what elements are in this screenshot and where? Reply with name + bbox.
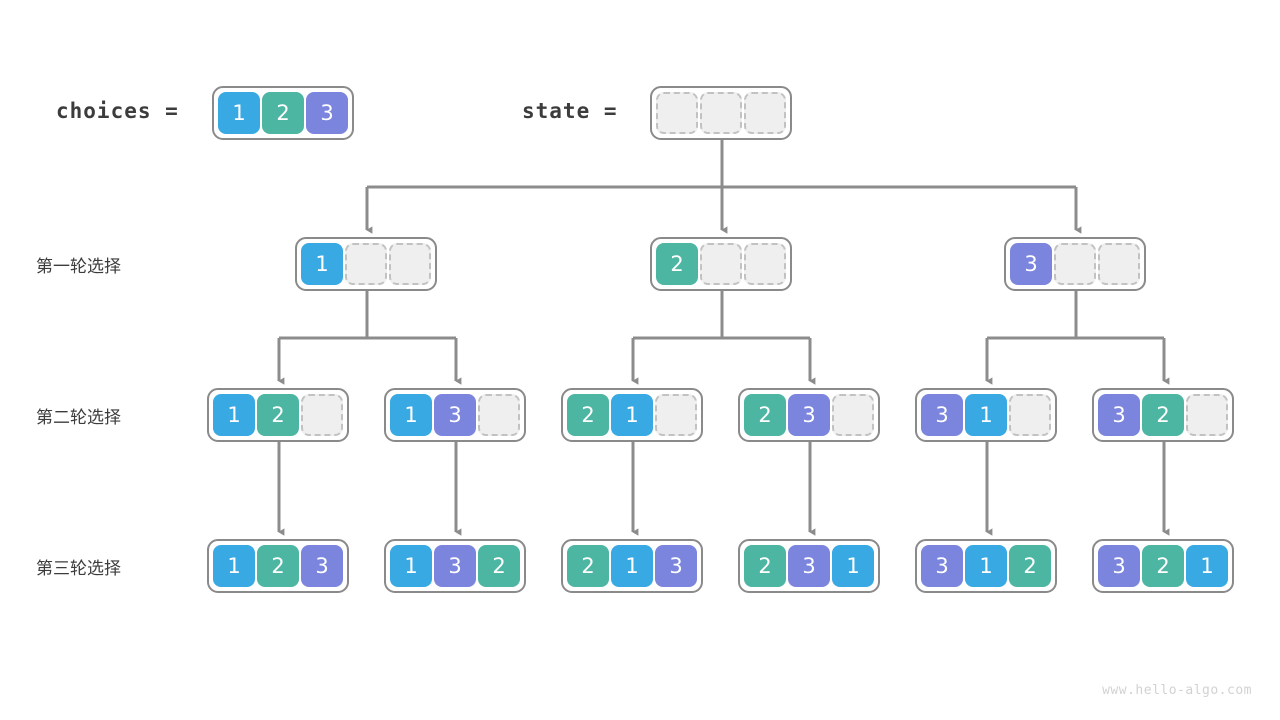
row-label-round-3: 第三轮选择 <box>36 559 121 579</box>
choices-label: choices = <box>56 99 179 123</box>
level3-node1-cell-1: 1 <box>213 545 255 587</box>
level2-node1-cell-2: 2 <box>257 394 299 436</box>
state-cell-3-empty <box>744 92 786 134</box>
level2-node4-cell-2: 3 <box>788 394 830 436</box>
tree-node-level1-2: 2 <box>650 237 792 291</box>
level2-node3-cell-1: 2 <box>567 394 609 436</box>
level3-node6-cell-1: 3 <box>1098 545 1140 587</box>
level3-node3-cell-1: 2 <box>567 545 609 587</box>
level1-node1-cell-3-empty <box>389 243 431 285</box>
level3-node5-cell-2: 1 <box>965 545 1007 587</box>
tree-node-level1-1: 1 <box>295 237 437 291</box>
state-cell-2-empty <box>700 92 742 134</box>
level2-node4-cell-3-empty <box>832 394 874 436</box>
level2-node2-cell-1: 1 <box>390 394 432 436</box>
level1-node2-cell-1: 2 <box>656 243 698 285</box>
level2-node6-cell-1: 3 <box>1098 394 1140 436</box>
level3-node2-cell-3: 2 <box>478 545 520 587</box>
level2-node2-cell-2: 3 <box>434 394 476 436</box>
level1-node2-cell-3-empty <box>744 243 786 285</box>
level2-node3-cell-2: 1 <box>611 394 653 436</box>
level3-node1-cell-2: 2 <box>257 545 299 587</box>
level3-node4-cell-1: 2 <box>744 545 786 587</box>
state-cell-1-empty <box>656 92 698 134</box>
level3-node4-cell-3: 1 <box>832 545 874 587</box>
level2-node3-cell-3-empty <box>655 394 697 436</box>
choices-cell-2: 2 <box>262 92 304 134</box>
level1-node1-cell-2-empty <box>345 243 387 285</box>
choices-cell-3: 3 <box>306 92 348 134</box>
level2-node5-cell-1: 3 <box>921 394 963 436</box>
level3-node3-cell-3: 3 <box>655 545 697 587</box>
state-array <box>650 86 792 140</box>
level2-node4-cell-1: 2 <box>744 394 786 436</box>
tree-node-level1-3: 3 <box>1004 237 1146 291</box>
row-label-round-2: 第二轮选择 <box>36 408 121 428</box>
level3-node2-cell-2: 3 <box>434 545 476 587</box>
watermark: www.hello-algo.com <box>1102 683 1252 698</box>
level3-node5-cell-3: 2 <box>1009 545 1051 587</box>
level1-node1-cell-1: 1 <box>301 243 343 285</box>
level2-node1-cell-1: 1 <box>213 394 255 436</box>
level3-node6-cell-2: 2 <box>1142 545 1184 587</box>
level3-node5-cell-1: 3 <box>921 545 963 587</box>
level2-node5-cell-2: 1 <box>965 394 1007 436</box>
level2-node6-cell-3-empty <box>1186 394 1228 436</box>
level3-node1-cell-3: 3 <box>301 545 343 587</box>
state-label: state = <box>522 99 618 123</box>
level2-node5-cell-3-empty <box>1009 394 1051 436</box>
level3-node2-cell-1: 1 <box>390 545 432 587</box>
level3-node3-cell-2: 1 <box>611 545 653 587</box>
level3-node4-cell-2: 3 <box>788 545 830 587</box>
level2-node2-cell-3-empty <box>478 394 520 436</box>
level1-node3-cell-2-empty <box>1054 243 1096 285</box>
level1-node3-cell-1: 3 <box>1010 243 1052 285</box>
level3-node6-cell-3: 1 <box>1186 545 1228 587</box>
level1-node3-cell-3-empty <box>1098 243 1140 285</box>
row-label-round-1: 第一轮选择 <box>36 257 121 277</box>
level1-node2-cell-2-empty <box>700 243 742 285</box>
level2-node1-cell-3-empty <box>301 394 343 436</box>
choices-cell-1: 1 <box>218 92 260 134</box>
level2-node6-cell-2: 2 <box>1142 394 1184 436</box>
